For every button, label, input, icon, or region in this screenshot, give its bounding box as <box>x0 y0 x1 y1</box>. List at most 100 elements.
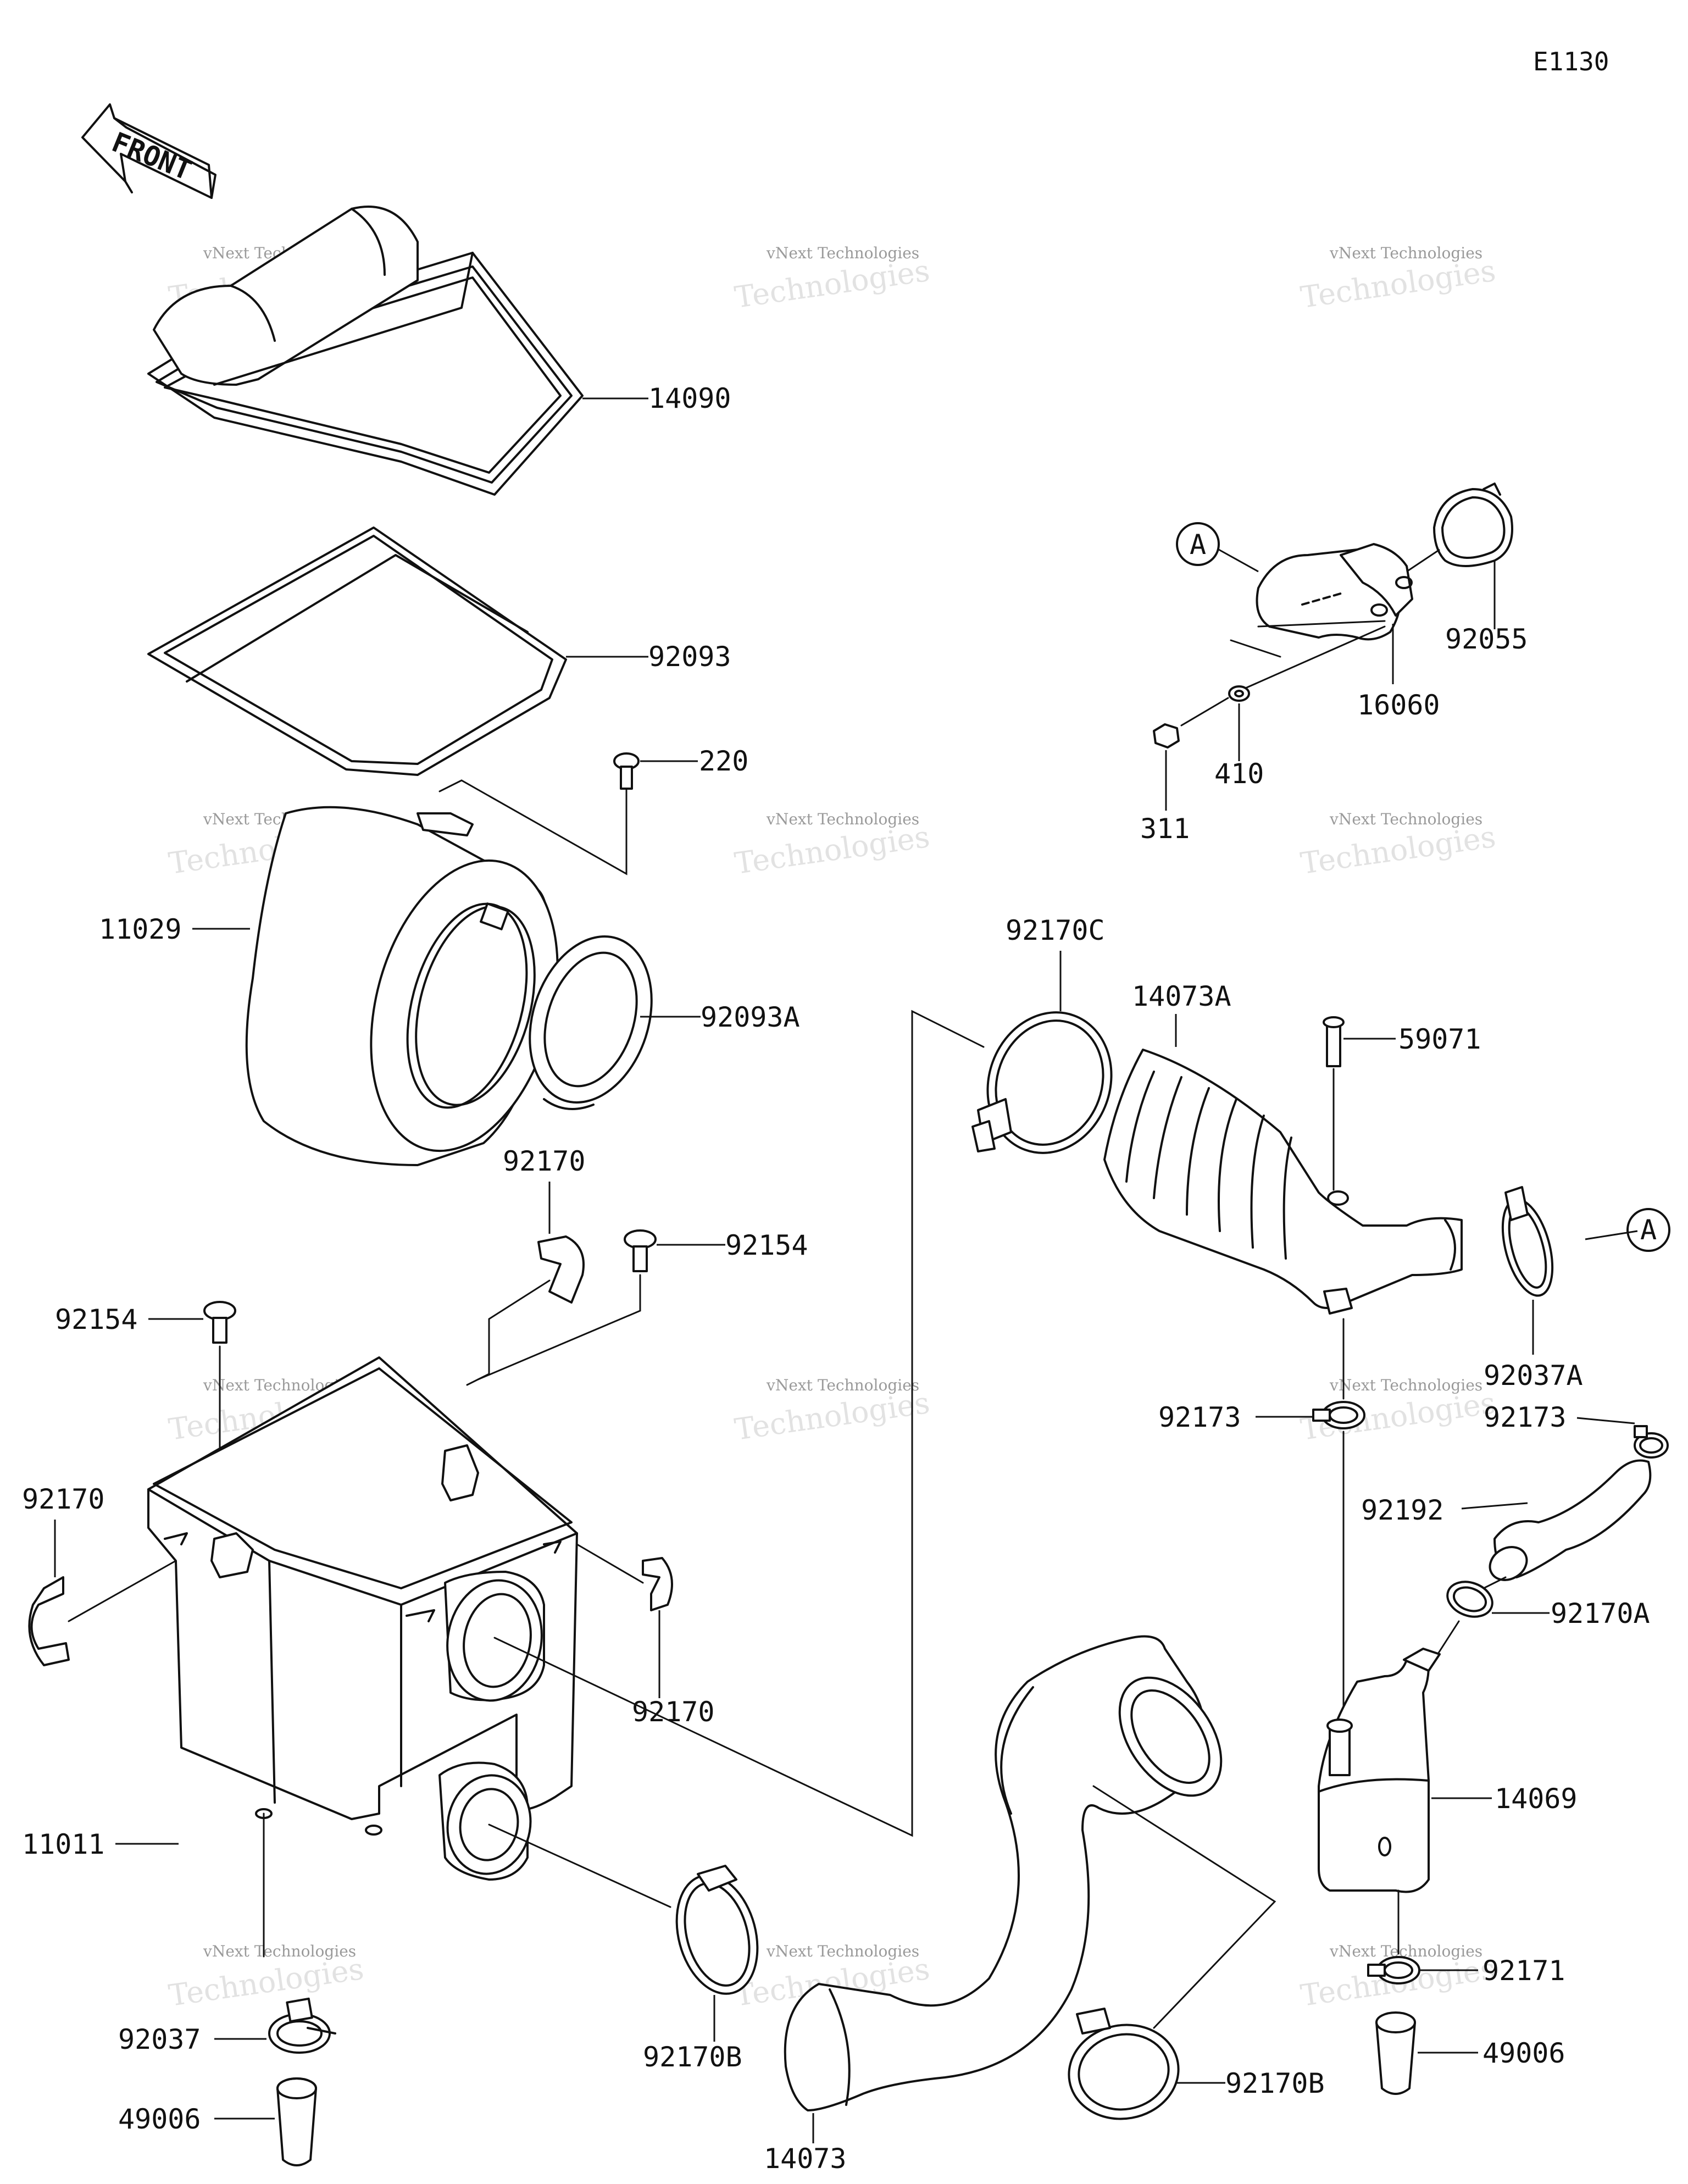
bolt-92154-left <box>203 1301 236 1344</box>
part-number-92170B-right: 92170B <box>1225 2067 1325 2099</box>
watermark: Technologies vNext Technologies <box>1298 244 1498 315</box>
svg-text:Technologies: Technologies <box>166 1952 366 2013</box>
svg-text:Technologies: Technologies <box>732 1385 932 1447</box>
part-number-92170-left: 92170 <box>22 1483 105 1515</box>
clamp-92173-left <box>1312 1401 1365 1429</box>
part-number-92170-right: 92170 <box>632 1696 715 1728</box>
seal-ring-92093A <box>529 935 653 1110</box>
part-number-92192: 92192 <box>1361 1494 1444 1526</box>
svg-text:A: A <box>1640 1214 1657 1246</box>
part-number-59071: 59071 <box>1398 1023 1481 1055</box>
screw-220 <box>613 752 640 790</box>
svg-text:vNext Technologies: vNext Technologies <box>1329 810 1482 828</box>
part-number-92170B-middle: 92170B <box>643 2041 742 2073</box>
leader-line <box>68 1560 177 1622</box>
air-cleaner-housing-11011 <box>147 1356 578 1881</box>
part-number-49006-right: 49006 <box>1482 2037 1565 2069</box>
intake-duct-14073 <box>784 1635 1223 2111</box>
washer-410 <box>1228 685 1250 702</box>
watermark: Technologies vNext Technologies <box>732 1376 932 1447</box>
svg-text:vNext Technologies: vNext Technologies <box>766 1942 919 1960</box>
part-number-92037: 92037 <box>118 2024 201 2055</box>
air-duct-16060 <box>1256 543 1413 641</box>
clamp-92037 <box>268 1997 336 2054</box>
part-number-92093: 92093 <box>648 641 731 673</box>
svg-text:vNext Technologies: vNext Technologies <box>1329 244 1482 262</box>
svg-text:Technologies: Technologies <box>1298 819 1498 881</box>
part-number-92170A: 92170A <box>1551 1598 1650 1629</box>
hose-clamp-92170B-right <box>1068 2008 1180 2120</box>
leader-line <box>576 1543 644 1584</box>
part-number-220: 220 <box>699 745 748 777</box>
part-number-14069: 14069 <box>1495 1783 1578 1815</box>
leader-line <box>1092 1785 1276 2029</box>
leader-line <box>438 779 628 875</box>
part-number-11029: 11029 <box>99 913 182 945</box>
part-number-92173-left: 92173 <box>1158 1401 1241 1433</box>
part-number-311: 311 <box>1140 813 1190 845</box>
leader-line <box>1218 548 1259 573</box>
bolt-92154-right <box>624 1229 657 1272</box>
part-number-11011: 11011 <box>22 1828 105 1860</box>
svg-text:vNext Technologies: vNext Technologies <box>203 1942 356 1960</box>
clamp-92171 <box>1367 1956 1420 1985</box>
air-cleaner-cover-14090 <box>147 206 584 496</box>
part-number-92055: 92055 <box>1445 623 1528 655</box>
reference-marker-a: A <box>1626 1208 1670 1252</box>
front-arrow-icon: FRONT <box>81 103 216 199</box>
air-filter-element-11029 <box>245 806 559 1166</box>
part-number-92093A: 92093A <box>701 1001 800 1033</box>
hose-clamp-92170B-middle <box>675 1865 759 1995</box>
leader-line <box>1461 1502 1528 1510</box>
watermark: Technologies vNext Technologies <box>732 810 932 881</box>
svg-text:A: A <box>1190 529 1206 561</box>
nipple-59071 <box>1323 1016 1345 1067</box>
clip-92170-top <box>537 1235 585 1304</box>
leader-line <box>1576 1417 1635 1424</box>
reference-marker-a: A <box>1176 522 1220 566</box>
svg-text:vNext Technologies: vNext Technologies <box>766 244 919 262</box>
drain-tank-14069 <box>1318 1648 1441 1893</box>
leader-line <box>1180 697 1229 727</box>
svg-text:Technologies: Technologies <box>1298 253 1498 315</box>
clamp-92173-right <box>1634 1425 1669 1459</box>
leader-line <box>1241 625 1386 691</box>
clamp-92037A <box>1501 1186 1554 1297</box>
leader-line <box>466 1279 551 1386</box>
part-number-92154-right: 92154 <box>725 1229 808 1261</box>
hose-92192 <box>1489 1459 1652 1581</box>
hose-clamp-92170C <box>971 1011 1113 1154</box>
gasket-92093 <box>147 526 567 776</box>
svg-text:Technologies: Technologies <box>732 253 932 315</box>
part-number-92170C: 92170C <box>1006 914 1105 946</box>
diagram-code: E1130 <box>1533 47 1609 76</box>
svg-text:Technologies: Technologies <box>732 819 932 881</box>
clip-92170-right <box>642 1557 673 1611</box>
part-number-14073: 14073 <box>764 2143 847 2175</box>
watermark: Technologies vNext Technologies <box>1298 810 1498 881</box>
leader-line <box>488 1823 671 1908</box>
svg-text:vNext Technologies: vNext Technologies <box>766 810 919 828</box>
part-number-14090: 14090 <box>648 383 731 414</box>
leader-line <box>493 1010 985 1837</box>
part-number-410: 410 <box>1214 758 1264 790</box>
svg-text:vNext Technologies: vNext Technologies <box>1329 1376 1482 1394</box>
leader-line <box>1230 620 1386 658</box>
leader-line <box>477 1274 641 1381</box>
watermark: Technologies vNext Technologies <box>732 244 932 315</box>
svg-text:vNext Technologies: vNext Technologies <box>766 1376 919 1394</box>
part-number-49006-left: 49006 <box>118 2103 201 2135</box>
part-number-92037A: 92037A <box>1484 1360 1583 1392</box>
drain-plug-49006-right <box>1375 2011 1416 2095</box>
clip-92170-left <box>28 1576 70 1666</box>
nut-311 <box>1153 723 1180 749</box>
drain-plug-49006-left <box>276 2077 317 2166</box>
gasket-92055 <box>1433 483 1513 567</box>
part-number-92173-right: 92173 <box>1484 1401 1567 1433</box>
part-number-16060: 16060 <box>1357 689 1440 721</box>
part-number-14073A: 14073A <box>1132 980 1231 1012</box>
part-number-92170-top: 92170 <box>503 1145 586 1177</box>
part-number-92154-left: 92154 <box>55 1304 138 1335</box>
